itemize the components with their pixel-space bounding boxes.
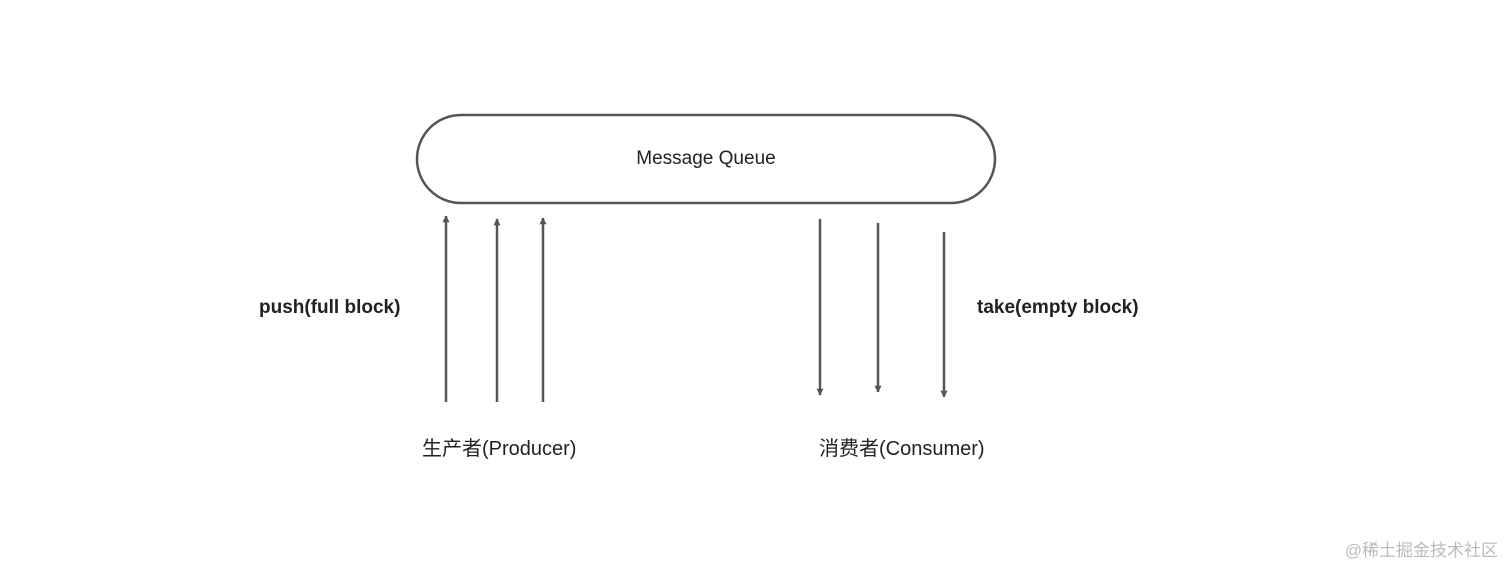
watermark-text: @稀土掘金技术社区 [1344, 541, 1498, 560]
take-label: take(empty block) [977, 297, 1139, 318]
consumer-label: 消费者(Consumer) [819, 438, 985, 460]
producer-label: 生产者(Producer) [422, 438, 577, 460]
message-queue-label: Message Queue [636, 148, 776, 169]
take-arrows [816, 219, 948, 398]
push-label: push(full block) [259, 297, 401, 318]
message-queue-box [415, 113, 997, 205]
push-arrows [442, 215, 547, 402]
